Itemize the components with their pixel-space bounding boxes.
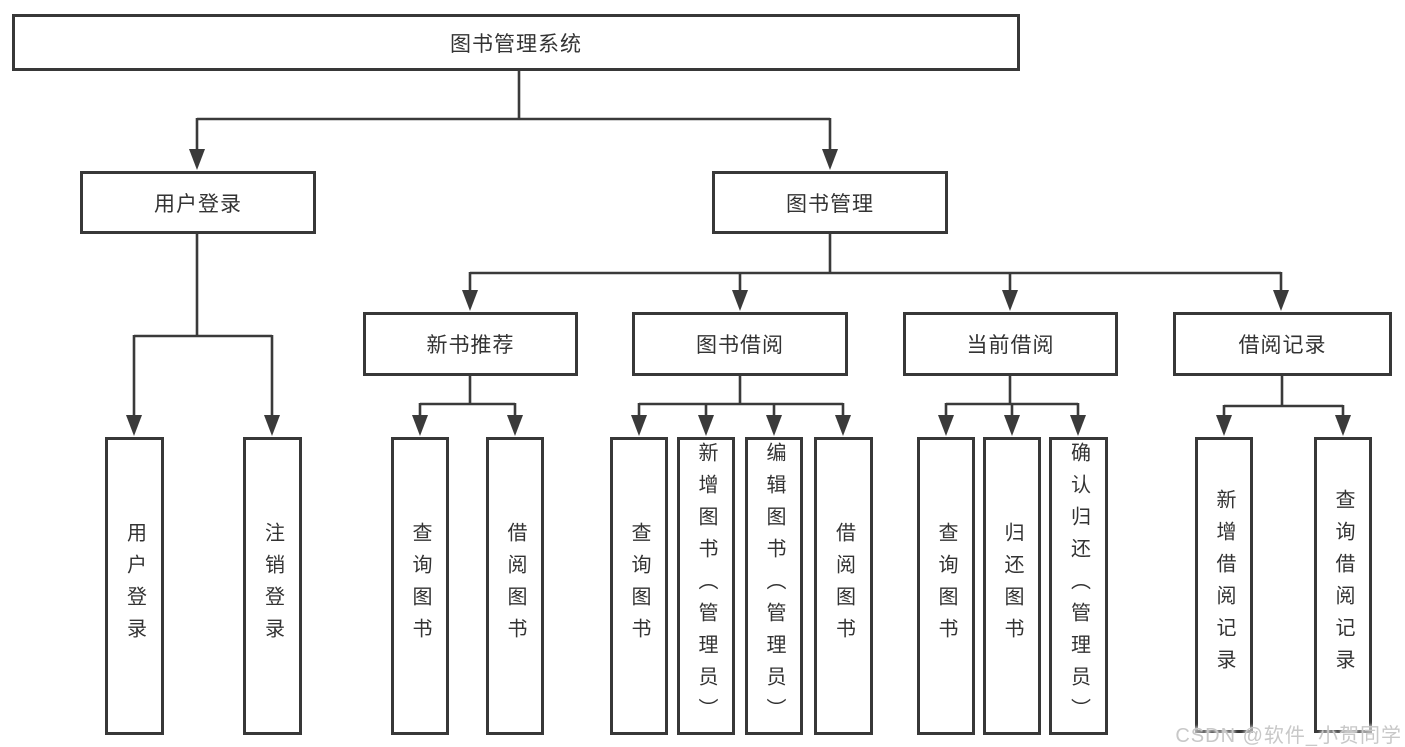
node-book-borrow: 图书借阅 <box>632 312 848 376</box>
connector-current-borrow <box>938 376 1086 436</box>
leaf-query-books-recommend-label: 查询图书 <box>409 522 431 650</box>
leaf-logout: 注销登录 <box>243 437 302 735</box>
leaf-borrow-books-recommend: 借阅图书 <box>486 437 544 735</box>
node-user-login: 用户登录 <box>80 171 316 234</box>
leaf-return-book: 归还图书 <box>983 437 1041 735</box>
node-borrow-records: 借阅记录 <box>1173 312 1392 376</box>
leaf-confirm-return-admin: 确认归还（管理员） <box>1049 437 1108 735</box>
leaf-borrow-books: 借阅图书 <box>814 437 873 735</box>
leaf-user-login-label: 用户登录 <box>123 522 146 650</box>
connector-root <box>189 70 838 170</box>
leaf-add-book-admin: 新增图书（管理员） <box>677 437 735 735</box>
leaf-query-books-recommend: 查询图书 <box>391 437 449 735</box>
leaf-query-books-borrow-label: 查询图书 <box>628 522 650 650</box>
node-library-system-label: 图书管理系统 <box>450 32 582 56</box>
leaf-query-borrow-record-label: 查询借阅记录 <box>1332 489 1354 681</box>
watermark-text: CSDN @软件_小贺同学 <box>1175 725 1402 747</box>
leaf-user-login: 用户登录 <box>105 437 164 735</box>
leaf-query-borrow-record: 查询借阅记录 <box>1314 437 1372 733</box>
node-book-management: 图书管理 <box>712 171 948 234</box>
connector-book-borrow <box>631 376 851 436</box>
node-book-borrow-label: 图书借阅 <box>696 334 784 357</box>
leaf-add-borrow-record-label: 新增借阅记录 <box>1213 489 1235 681</box>
leaf-logout-label: 注销登录 <box>261 522 284 650</box>
node-new-book-recommend-label: 新书推荐 <box>426 334 515 357</box>
leaf-return-book-label: 归还图书 <box>1001 522 1023 650</box>
leaf-borrow-books-label: 借阅图书 <box>832 522 855 650</box>
node-current-borrow-label: 当前借阅 <box>966 334 1055 357</box>
connector-borrow-records <box>1216 376 1351 436</box>
leaf-query-books-current: 查询图书 <box>917 437 975 735</box>
node-borrow-records-label: 借阅记录 <box>1238 334 1327 357</box>
leaf-edit-book-admin-label: 编辑图书（管理员） <box>763 442 785 730</box>
leaf-query-books-current-label: 查询图书 <box>935 522 957 650</box>
leaf-edit-book-admin: 编辑图书（管理员） <box>745 437 803 735</box>
connector-new-book <box>412 376 523 436</box>
node-current-borrow: 当前借阅 <box>903 312 1118 376</box>
leaf-query-books-borrow: 查询图书 <box>610 437 668 735</box>
leaf-add-borrow-record: 新增借阅记录 <box>1195 437 1253 733</box>
leaf-confirm-return-admin-label: 确认归还（管理员） <box>1067 442 1090 730</box>
node-book-management-label: 图书管理 <box>786 192 874 216</box>
connector-book-management <box>462 233 1289 311</box>
node-user-login-label: 用户登录 <box>154 192 242 216</box>
leaf-add-book-admin-label: 新增图书（管理员） <box>695 442 717 730</box>
node-new-book-recommend: 新书推荐 <box>363 312 578 376</box>
leaf-borrow-books-recommend-label: 借阅图书 <box>504 522 526 650</box>
connector-user-login <box>126 233 280 436</box>
node-library-system: 图书管理系统 <box>12 14 1020 71</box>
